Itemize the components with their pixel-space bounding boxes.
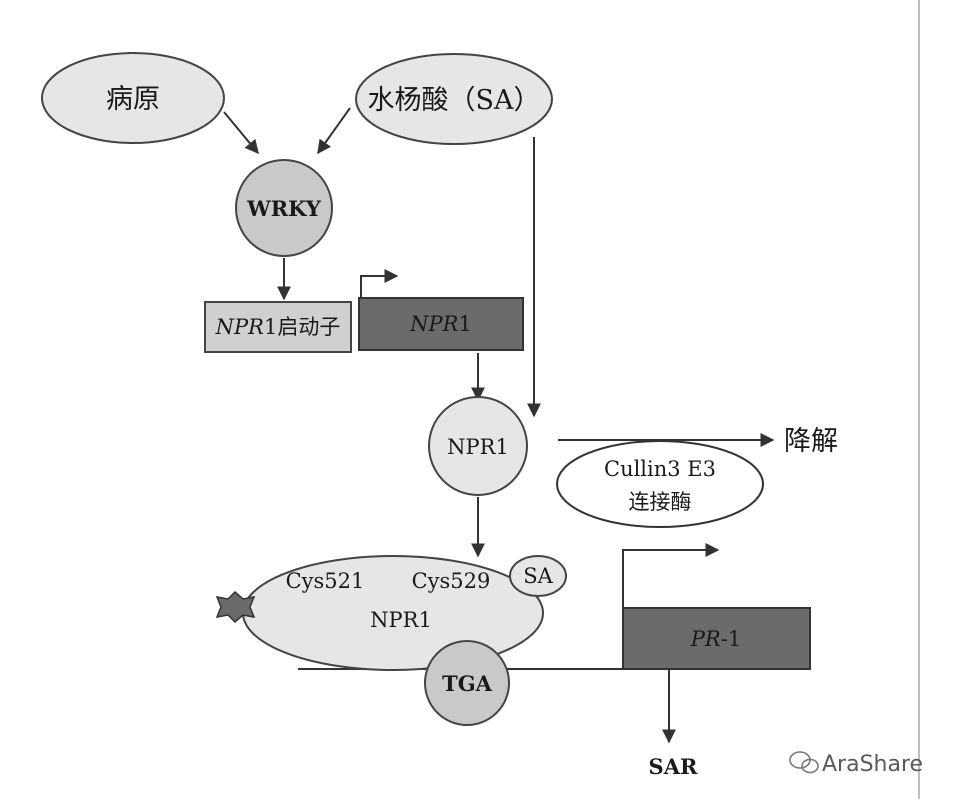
pathogen-ellipse bbox=[41, 52, 225, 144]
npr1-gene-rest: 1 bbox=[458, 312, 471, 336]
sa-small-label: SA bbox=[523, 564, 553, 588]
pr1-rest: -1 bbox=[721, 627, 741, 651]
npr1-complex-label: NPR1 bbox=[370, 608, 432, 632]
npr1-promoter-box bbox=[204, 301, 352, 353]
degradation-label: 降解 bbox=[784, 426, 838, 457]
npr1-transcription-start-arrow bbox=[360, 269, 399, 300]
wrky-circle bbox=[235, 159, 333, 257]
cullin3-label-line2: 连接酶 bbox=[629, 490, 692, 514]
modification-star-icon bbox=[215, 590, 256, 624]
sar-label: SAR bbox=[649, 754, 698, 779]
npr1-gene-italic: NPR bbox=[409, 312, 459, 336]
tga-circle bbox=[424, 640, 510, 726]
cullin3-e3-ligase-ellipse bbox=[556, 440, 764, 528]
arrow-pathogen-to-wrky bbox=[223, 111, 259, 155]
wrky-label: WRKY bbox=[246, 196, 322, 221]
pathogen-label: 病原 bbox=[106, 84, 160, 115]
pr1-gene-label: PR-1 bbox=[690, 627, 741, 651]
pr1-gene-box bbox=[622, 607, 811, 670]
arrow-sa-to-wrky bbox=[317, 107, 351, 155]
npr1-promoter-rest: 1启动子 bbox=[264, 315, 340, 339]
npr1-gene-box bbox=[358, 297, 524, 351]
cullin3-label-line1: Cullin3 E3 bbox=[604, 457, 716, 481]
wechat-icon bbox=[789, 751, 819, 774]
sa-small-ellipse bbox=[509, 555, 567, 597]
cys529-label: Cys529 bbox=[412, 569, 491, 593]
npr1-promoter-italic: NPR bbox=[215, 315, 265, 339]
tga-label: TGA bbox=[442, 671, 493, 696]
cys521-label: Cys521 bbox=[286, 569, 365, 593]
salicylic-acid-label: 水杨酸（SA） bbox=[368, 85, 541, 116]
npr1-promoter-label: NPR1启动子 bbox=[215, 315, 341, 339]
npr1-gene-label: NPR1 bbox=[409, 312, 472, 336]
pr1-italic: PR bbox=[690, 627, 721, 651]
salicylic-acid-ellipse bbox=[355, 53, 553, 145]
npr1-protein-label: NPR1 bbox=[447, 435, 509, 459]
npr1-protein-circle bbox=[428, 396, 528, 496]
pr1-transcription-start-arrow bbox=[622, 543, 720, 610]
watermark-label: AraShare bbox=[822, 752, 923, 777]
